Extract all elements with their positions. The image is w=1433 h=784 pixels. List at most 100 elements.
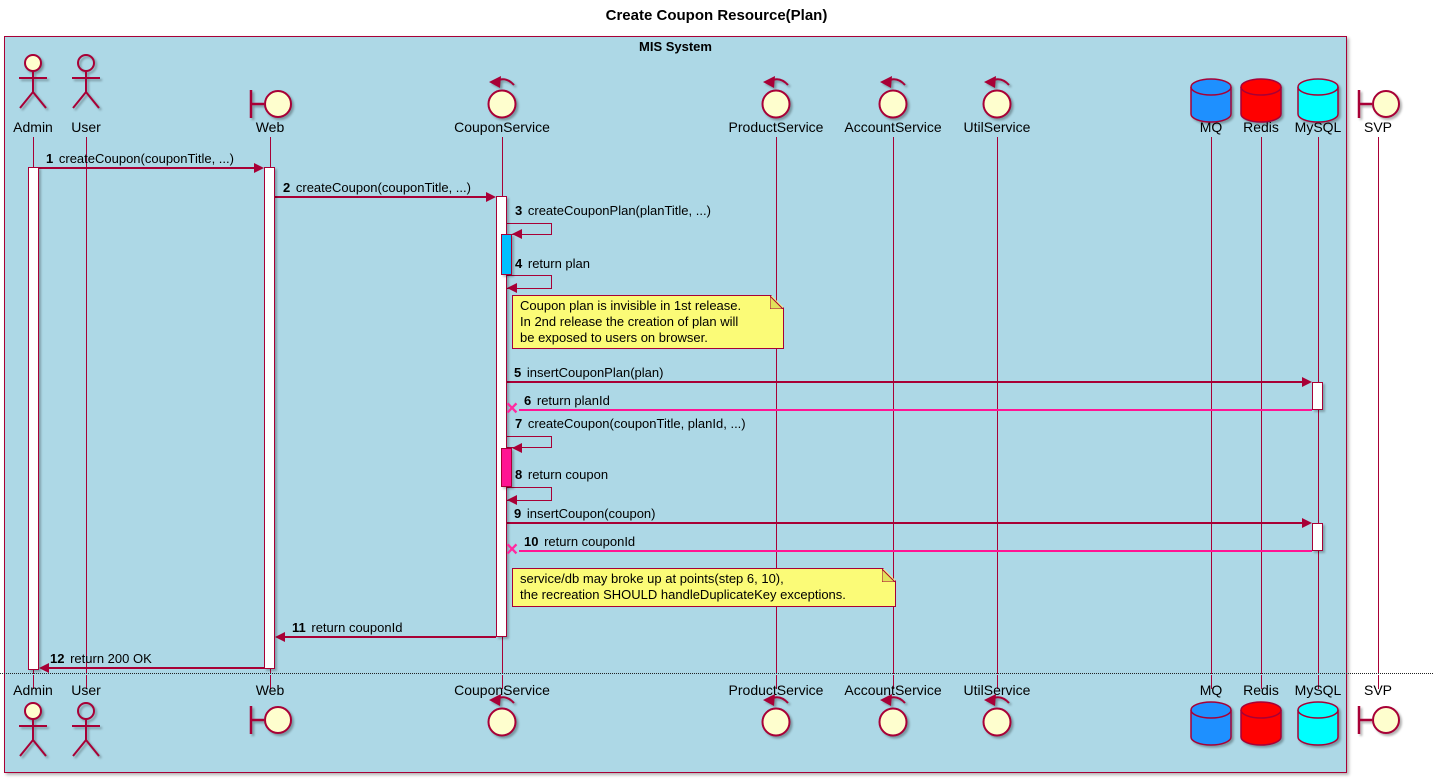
participant-label-productservice: ProductService <box>728 119 824 135</box>
participant-label-mq: MQ <box>1199 682 1223 698</box>
control-icon <box>487 76 517 119</box>
lifeline-accountservice <box>893 675 894 689</box>
database-icon <box>1190 78 1232 123</box>
lifeline-accountservice <box>893 137 894 674</box>
participant-label-mysql: MySQL <box>1294 119 1342 135</box>
database-icon <box>1240 701 1282 746</box>
arrow-left-icon <box>275 632 285 642</box>
message-label-1: 1 createCoupon(couponTitle, ...) <box>46 151 234 166</box>
control-icon <box>878 76 908 119</box>
activation-createcoupon <box>501 448 512 487</box>
lifeline-web <box>270 675 271 689</box>
control-icon <box>982 694 1012 737</box>
participant-label-svp: SVP <box>1363 119 1392 135</box>
lifeline-svp <box>1378 675 1379 689</box>
message-label-7: 7 createCoupon(couponTitle, planId, ...) <box>515 416 746 431</box>
actor-icon <box>72 702 100 757</box>
arrow-right-icon <box>1302 518 1312 528</box>
participant-label-user: User <box>71 119 101 135</box>
database-icon <box>1297 78 1339 123</box>
activation-createcouponplan <box>501 234 512 275</box>
participant-label-accountservice: AccountService <box>844 682 942 698</box>
self-message-loop-8 <box>507 487 552 501</box>
message-label-2: 2 createCoupon(couponTitle, ...) <box>283 180 471 195</box>
message-label-10: 10 return couponId <box>524 534 636 549</box>
lifeline-redis <box>1261 137 1262 674</box>
participant-label-mysql: MySQL <box>1294 682 1342 698</box>
message-line-2 <box>275 196 486 198</box>
message-label-12: 12 return 200 OK <box>50 651 152 666</box>
message-label-5: 5 insertCouponPlan(plan) <box>514 365 664 380</box>
participant-label-productservice: ProductService <box>728 682 824 698</box>
message-label-8: 8 return coupon <box>515 467 609 482</box>
message-label-6: 6 return planId <box>524 393 610 408</box>
message-label-9: 9 insertCoupon(coupon) <box>514 506 656 521</box>
arrow-right-icon <box>486 192 496 202</box>
lifeline-redis <box>1261 675 1262 689</box>
footer-separator <box>0 673 1433 674</box>
activation-web <box>264 167 275 669</box>
lifeline-svp <box>1378 137 1379 674</box>
diagram-title: Create Coupon Resource(Plan) <box>605 7 828 24</box>
note-service-db: service/db may broke up at points(step 6… <box>512 568 896 607</box>
message-line-12 <box>49 667 264 669</box>
control-icon <box>487 694 517 737</box>
arrow-left-icon <box>507 495 517 505</box>
system-box <box>4 36 1347 773</box>
participant-label-couponservice: CouponService <box>454 119 550 135</box>
boundary-icon <box>1357 706 1400 734</box>
actor-icon <box>19 702 47 757</box>
lost-message-cross-icon: × <box>505 397 519 420</box>
participant-label-user: User <box>71 682 101 698</box>
participant-label-redis: Redis <box>1243 682 1279 698</box>
participant-label-admin: Admin <box>13 119 53 135</box>
self-message-loop-7 <box>507 436 552 448</box>
boundary-icon <box>1357 90 1400 118</box>
arrow-left-icon <box>507 283 517 293</box>
message-line-6 <box>519 409 1312 411</box>
message-line-5 <box>507 381 1302 383</box>
activation-couponservice <box>496 196 507 637</box>
lifeline-productservice <box>776 675 777 689</box>
self-message-loop-3 <box>507 223 552 235</box>
note-fold-icon <box>882 569 895 582</box>
boundary-icon <box>249 706 292 734</box>
control-icon <box>761 694 791 737</box>
message-line-1 <box>39 167 254 169</box>
lifeline-couponservice <box>502 675 503 689</box>
lifeline-utilservice <box>997 137 998 674</box>
participant-label-mq: MQ <box>1199 119 1223 135</box>
arrow-left-icon <box>512 229 522 239</box>
activation-mysql-2 <box>1312 523 1323 551</box>
participant-label-couponservice: CouponService <box>454 682 550 698</box>
note-fold-icon <box>770 296 783 309</box>
database-icon <box>1240 78 1282 123</box>
note-coupon-plan: Coupon plan is invisible in 1st release.… <box>512 295 784 349</box>
arrow-right-icon <box>1302 377 1312 387</box>
control-icon <box>982 76 1012 119</box>
system-box-label: MIS System <box>639 39 712 54</box>
arrow-left-icon <box>512 443 522 453</box>
lifeline-productservice <box>776 137 777 674</box>
participant-label-svp: SVP <box>1363 682 1392 698</box>
participant-label-redis: Redis <box>1243 119 1279 135</box>
lifeline-user <box>86 675 87 689</box>
actor-icon <box>72 54 100 109</box>
lifeline-mq <box>1211 675 1212 689</box>
participant-label-utilservice: UtilService <box>963 119 1031 135</box>
participant-label-accountservice: AccountService <box>844 119 942 135</box>
lifeline-mysql <box>1318 675 1319 689</box>
database-icon <box>1297 701 1339 746</box>
message-label-11: 11 return couponId <box>292 620 403 635</box>
actor-icon <box>19 54 47 109</box>
message-line-10 <box>519 550 1312 552</box>
message-label-3: 3 createCouponPlan(planTitle, ...) <box>515 203 711 218</box>
lifeline-mq <box>1211 137 1212 674</box>
message-line-9 <box>507 522 1302 524</box>
control-icon <box>878 694 908 737</box>
lifeline-admin <box>33 675 34 689</box>
database-icon <box>1190 701 1232 746</box>
participant-label-web: Web <box>255 119 285 135</box>
self-message-loop-4 <box>507 275 552 289</box>
